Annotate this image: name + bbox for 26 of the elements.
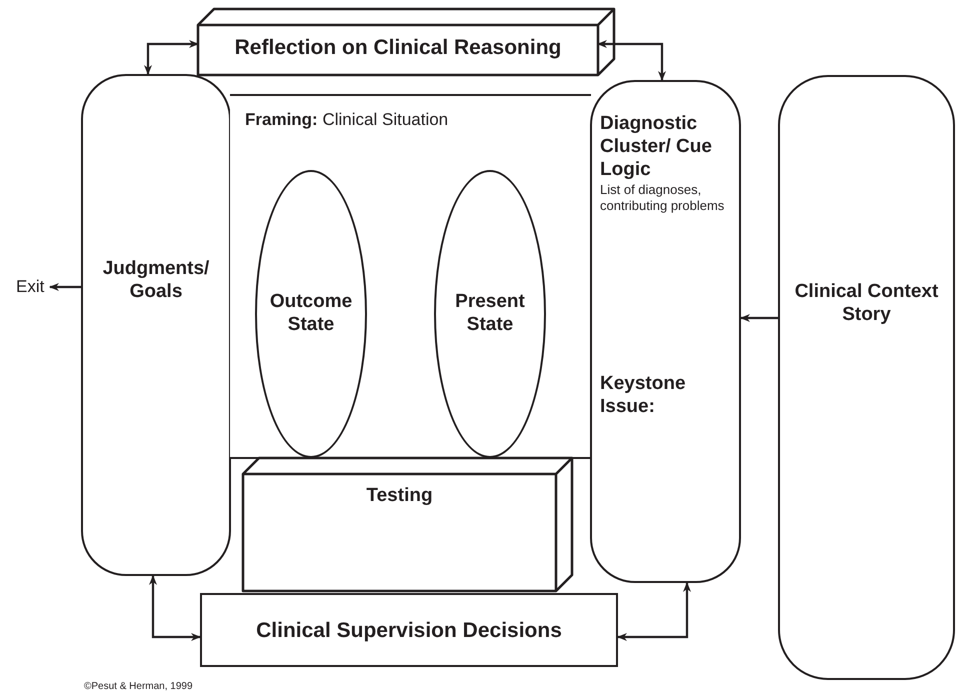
framing-heading: Framing: Clinical Situation xyxy=(245,110,448,130)
arrow xyxy=(597,40,666,81)
copyright-note: ©Pesut & Herman, 1999 xyxy=(84,681,193,692)
box-heading: Diagnostic Cluster/ Cue Logic xyxy=(600,112,712,181)
box-title: Clinical Supervision Decisions xyxy=(255,619,563,642)
rounded-box xyxy=(778,75,955,680)
arrow xyxy=(149,575,201,641)
box-title: Reflection on Clinical Reasoning xyxy=(234,36,562,59)
testing-box xyxy=(243,458,572,591)
ellipse-title: Outcome State xyxy=(268,290,354,336)
box-title: Judgments/ Goals xyxy=(102,257,210,303)
supervision-box xyxy=(200,593,618,667)
exit-label: Exit xyxy=(16,276,50,298)
reflection-box xyxy=(198,9,614,75)
arrow xyxy=(740,314,778,322)
box-title: Testing xyxy=(365,484,434,507)
box-heading: Keystone Issue: xyxy=(600,372,687,418)
arrow xyxy=(144,40,199,75)
ellipse-title: Present State xyxy=(454,290,526,336)
arrow xyxy=(49,283,81,291)
rounded-box xyxy=(590,80,741,583)
rounded-box xyxy=(81,74,231,576)
box-description: List of diagnoses, contributing problems xyxy=(600,182,726,214)
box-title: Clinical Context Story xyxy=(794,280,939,326)
framing-panel xyxy=(230,94,591,459)
arrow xyxy=(617,582,691,641)
